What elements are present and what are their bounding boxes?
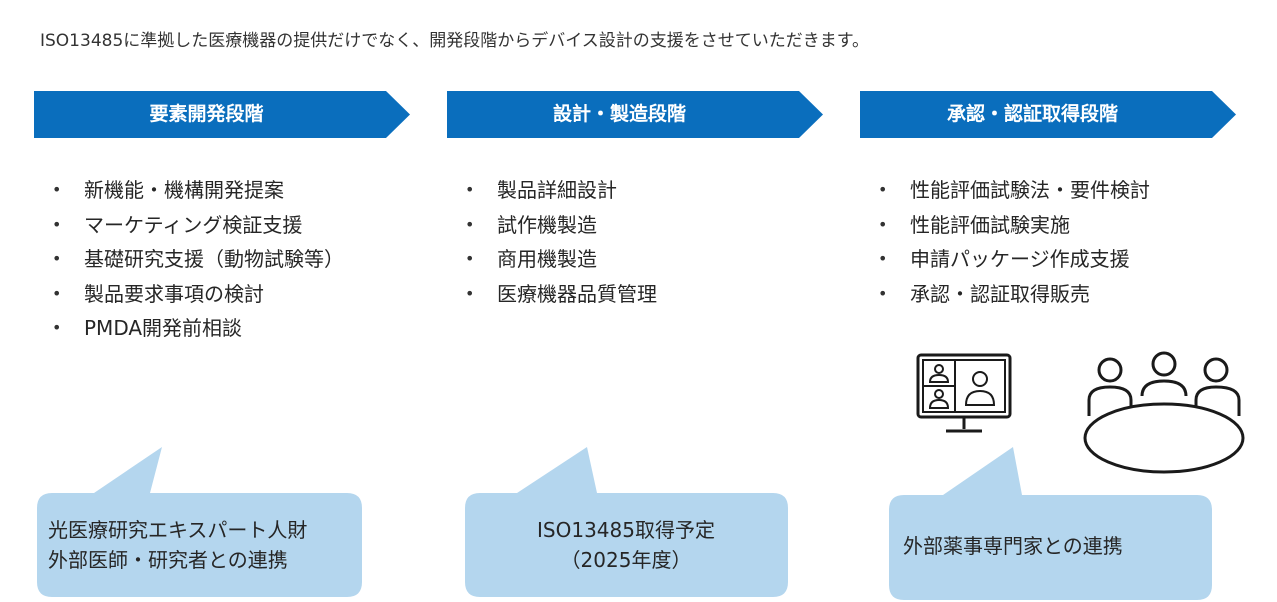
video-conference-monitor-icon bbox=[916, 353, 1012, 433]
list-item: PMDA開発前相談 bbox=[52, 311, 344, 346]
stage-column-approval: 承認・認証取得段階 性能評価試験法・要件検討 性能評価試験実施 申請パッケージ作… bbox=[860, 91, 1240, 311]
stage-title: 承認・認証取得段階 bbox=[946, 103, 1118, 125]
speech-bubble-shape bbox=[465, 447, 788, 597]
list-item: 承認・認証取得販売 bbox=[878, 277, 1150, 312]
list-item: 新機能・機構開発提案 bbox=[52, 173, 344, 208]
speech-bubble-shape bbox=[37, 447, 362, 597]
stage-header-arrow: 要素開発段階 bbox=[34, 91, 410, 138]
list-item: 製品詳細設計 bbox=[465, 173, 657, 208]
list-item: 医療機器品質管理 bbox=[465, 277, 657, 312]
callout-line: （2025年度） bbox=[560, 548, 692, 572]
callout-expert-resources: 光医療研究エキスパート人財 外部医師・研究者との連携 bbox=[34, 445, 364, 600]
list-item: 試作機製造 bbox=[465, 208, 657, 243]
stage-title: 要素開発段階 bbox=[149, 103, 264, 125]
callout-line: ISO13485取得予定 bbox=[537, 518, 715, 542]
callout-text: ISO13485取得予定 （2025年度） bbox=[465, 515, 787, 575]
arrow-shape bbox=[860, 91, 1236, 138]
arrow-shape bbox=[34, 91, 410, 138]
stage-header-arrow: 設計・製造段階 bbox=[447, 91, 823, 138]
callout-line: 外部医師・研究者との連携 bbox=[48, 548, 288, 572]
list-item: 基礎研究支援（動物試験等） bbox=[52, 242, 344, 277]
intro-text: ISO13485に準拠した医療機器の提供だけでなく、開発段階からデバイス設計の支… bbox=[40, 31, 870, 51]
stage-item-list: 新機能・機構開発提案 マーケティング検証支援 基礎研究支援（動物試験等） 製品要… bbox=[52, 173, 344, 346]
stage-column-development: 要素開発段階 新機能・機構開発提案 マーケティング検証支援 基礎研究支援（動物試… bbox=[34, 91, 414, 345]
speech-bubble-shape bbox=[889, 447, 1212, 600]
list-item: 性能評価試験法・要件検討 bbox=[878, 173, 1150, 208]
list-item: マーケティング検証支援 bbox=[52, 208, 344, 243]
stage-column-design-manufacturing: 設計・製造段階 製品詳細設計 試作機製造 商用機製造 医療機器品質管理 bbox=[447, 91, 827, 311]
callout-regulatory-experts: 外部薬事専門家との連携 bbox=[889, 445, 1214, 602]
stage-item-list: 性能評価試験法・要件検討 性能評価試験実施 申請パッケージ作成支援 承認・認証取… bbox=[878, 173, 1150, 311]
arrow-shape bbox=[447, 91, 823, 138]
callout-line: 外部薬事専門家との連携 bbox=[903, 534, 1123, 558]
meeting-table-icon bbox=[1083, 351, 1245, 474]
callout-line: 光医療研究エキスパート人財 bbox=[48, 518, 308, 542]
stage-header-arrow: 承認・認証取得段階 bbox=[860, 91, 1236, 138]
callout-text: 光医療研究エキスパート人財 外部医師・研究者との連携 bbox=[48, 515, 307, 575]
list-item: 製品要求事項の検討 bbox=[52, 277, 344, 312]
list-item: 性能評価試験実施 bbox=[878, 208, 1150, 243]
stage-title: 設計・製造段階 bbox=[552, 103, 686, 125]
stage-item-list: 製品詳細設計 試作機製造 商用機製造 医療機器品質管理 bbox=[465, 173, 657, 311]
callout-text: 外部薬事専門家との連携 bbox=[903, 531, 1123, 561]
callout-iso-plan: ISO13485取得予定 （2025年度） bbox=[465, 445, 790, 600]
list-item: 商用機製造 bbox=[465, 242, 657, 277]
list-item: 申請パッケージ作成支援 bbox=[878, 242, 1150, 277]
